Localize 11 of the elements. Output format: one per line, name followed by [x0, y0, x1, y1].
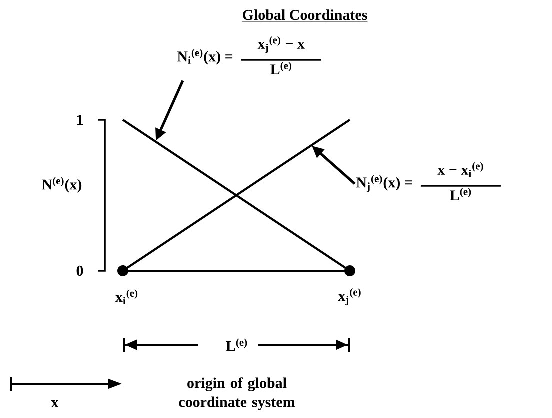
dimension-label: L$^{(e)}$	[226, 338, 248, 352]
node-label: x$_{i}$(e)	[116, 290, 138, 304]
node-label: x$_{j}$(e)	[338, 288, 361, 306]
axis-label: N$^{(e)}$(x)	[42, 177, 82, 193]
axis-label: x	[51, 400, 59, 408]
title: Global Coordinates	[242, 10, 368, 22]
formula-label: N$_{j}$$^{(e)}$(x) = x − x$_{i}$(e) L$^{(e)}$	[356, 162, 501, 200]
note: origin of global coordinate system	[179, 378, 296, 410]
tick-label: 0	[76, 266, 84, 276]
formula-label: N$_{i}$$^{(e)}$(x) = x$_{j}$$^{(e)}$ − x L$^{(e)}$	[177, 36, 322, 74]
tick-label: 1	[77, 115, 83, 125]
